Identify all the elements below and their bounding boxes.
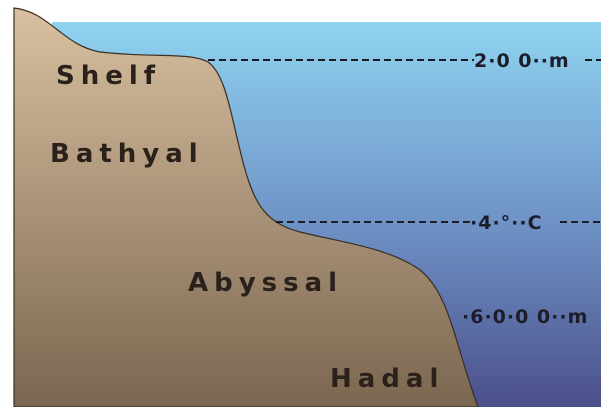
depth-label-200m: 2·0 0··m (474, 50, 570, 72)
depth-label-6000m: ·6·0·0 0··m (462, 306, 588, 328)
zone-label-abyssal: Abyssal (188, 268, 343, 298)
zone-label-hadal: Hadal (330, 364, 444, 394)
depth-label-4c: ·4·°··C (470, 212, 543, 234)
zone-label-bathyal: Bathyal (50, 139, 204, 169)
zone-label-shelf: Shelf (56, 61, 161, 91)
